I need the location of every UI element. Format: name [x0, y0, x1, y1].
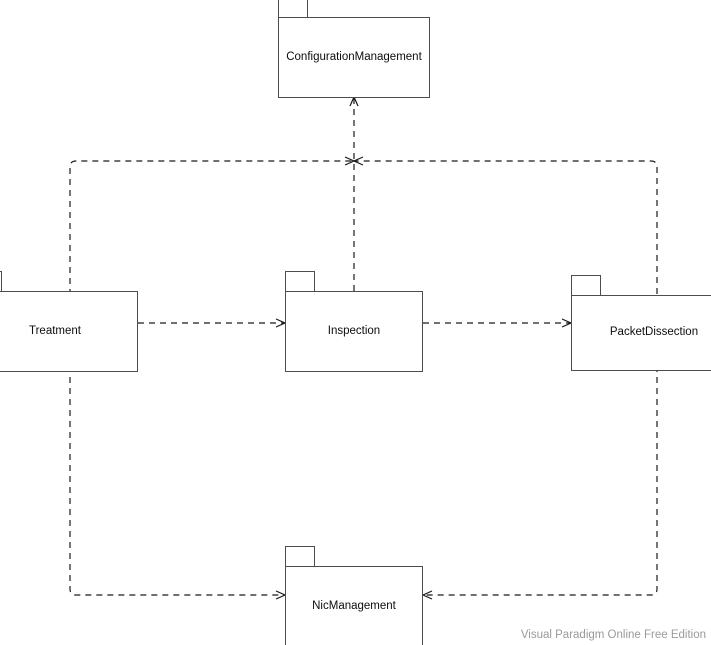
package-label: ConfigurationManagement — [286, 50, 422, 63]
package-tab — [0, 271, 2, 292]
package-body: Inspection — [285, 291, 423, 372]
package-tab — [278, 0, 308, 18]
package-body: PacketDissection — [571, 295, 711, 371]
package-tab — [285, 271, 315, 292]
package-treatment[interactable]: Treatment — [0, 271, 138, 372]
package-label: PacketDissection — [609, 326, 699, 339]
package-configurationmanagement[interactable]: ConfigurationManagement — [278, 0, 430, 98]
package-tab — [285, 546, 315, 567]
package-tab — [571, 275, 601, 296]
package-packetdissection[interactable]: PacketDissection — [571, 275, 711, 371]
package-body: Treatment — [0, 291, 138, 372]
package-label: Treatment — [29, 324, 81, 337]
package-body: NicManagement — [285, 566, 423, 645]
package-label: Inspection — [327, 324, 381, 337]
package-body: ConfigurationManagement — [278, 17, 430, 98]
watermark-label: Visual Paradigm Online Free Edition — [520, 629, 706, 641]
package-inspection[interactable]: Inspection — [285, 271, 423, 372]
package-label: NicManagement — [312, 600, 396, 613]
package-nicmanagement[interactable]: NicManagement — [285, 546, 423, 645]
